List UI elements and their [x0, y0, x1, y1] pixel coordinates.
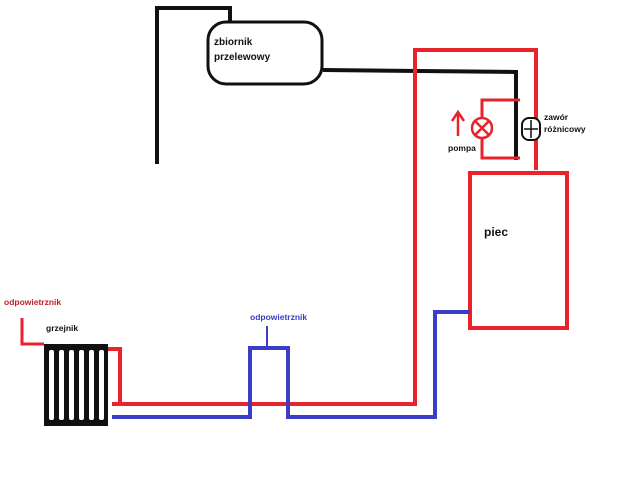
tank-label-line1: zbiornik: [214, 37, 253, 48]
valve-label-line1: zawór: [544, 112, 569, 122]
radiator-fin: [59, 350, 64, 420]
supply-pipe-hot: [20, 48, 538, 406]
overflow-pipe-right: [322, 68, 518, 160]
overflow-tank: zbiornik przelewowy: [155, 6, 518, 164]
overflow-tank-body: [206, 20, 324, 86]
radiator-body: [44, 344, 108, 426]
differential-valve-icon: [521, 117, 541, 141]
pump: pompa: [448, 109, 494, 153]
valve-label-line2: różnicowy: [544, 124, 586, 134]
radiator-vent-pipe: [20, 318, 44, 346]
boiler: piec: [468, 171, 569, 330]
overflow-pipe-left: [155, 6, 232, 164]
vent-pipe-label: odpowietrznik: [250, 312, 307, 322]
radiator: [44, 344, 108, 426]
radiator-supply-stub: [105, 347, 122, 404]
boiler-body: [468, 171, 569, 330]
supply-riser: [112, 48, 538, 406]
pump-label: pompa: [448, 143, 476, 153]
tank-label-line2: przelewowy: [214, 52, 271, 63]
boiler-label: piec: [484, 225, 508, 239]
pump-symbol-icon: [470, 116, 494, 140]
radiator-fin: [89, 350, 94, 420]
return-main: [112, 310, 470, 419]
radiator-fin: [49, 350, 54, 420]
radiator-fin: [99, 350, 104, 420]
differential-valve: zawór różnicowy: [521, 112, 586, 141]
radiator-fin: [79, 350, 84, 420]
radiator-label: grzejnik: [46, 323, 78, 333]
return-pipe-cold: [112, 310, 470, 419]
arrow-up-icon: [450, 109, 466, 136]
radiator-fin: [69, 350, 74, 420]
vent-radiator-label: odpowietrznik: [4, 297, 61, 307]
